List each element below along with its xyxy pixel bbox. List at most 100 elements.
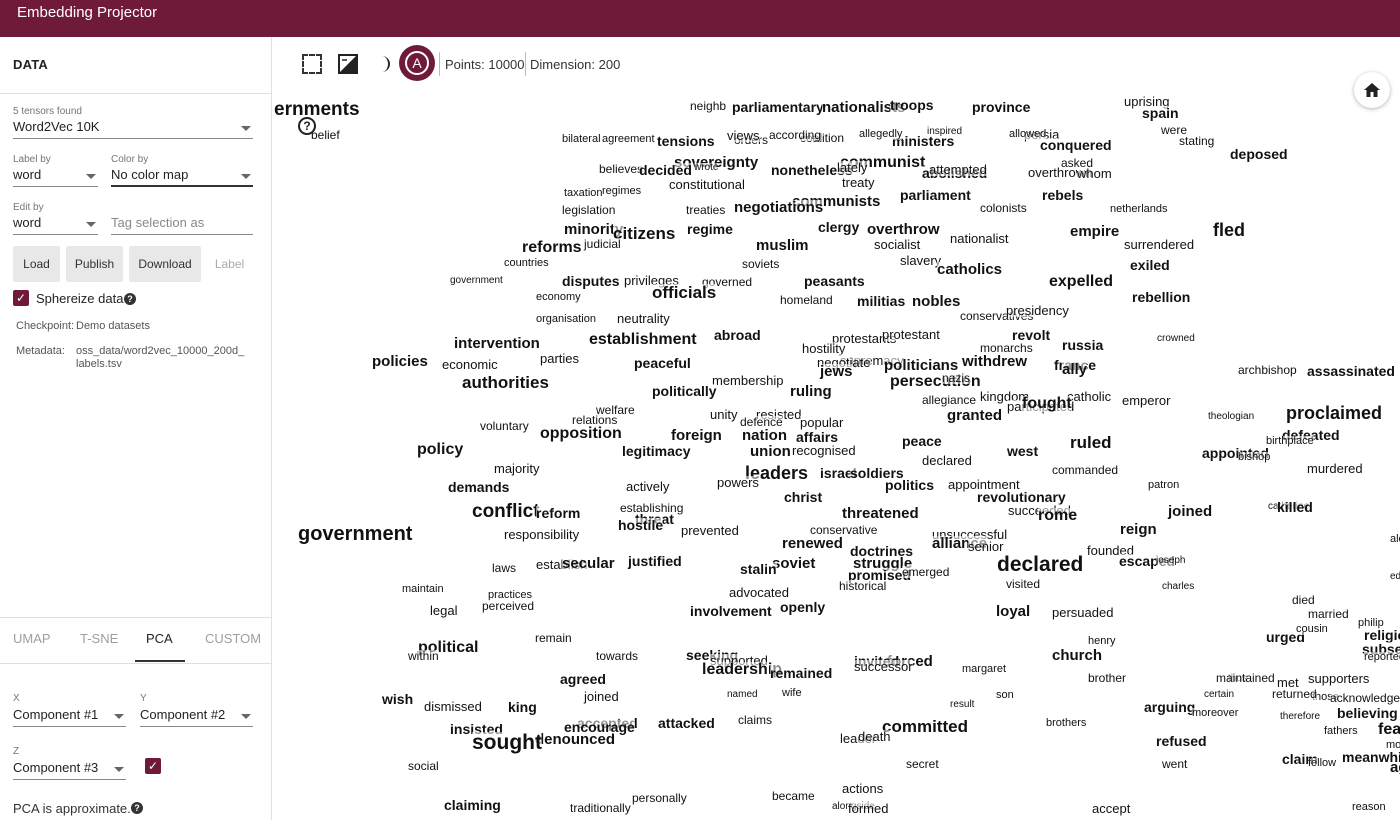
point-label[interactable]: laws [492,561,517,575]
point-label[interactable]: cousin [1296,623,1328,635]
point-label[interactable]: moreover [1192,707,1239,719]
point-label[interactable]: king [508,699,537,715]
tab-custom[interactable]: CUSTOM [205,631,262,646]
point-label[interactable]: result [950,699,975,710]
point-label[interactable]: leadership [702,661,783,678]
point-label[interactable]: remain [535,631,572,645]
point-label[interactable]: opposition [540,425,622,442]
color-by-select[interactable]: No color map [111,167,253,187]
point-label[interactable]: wrote [694,162,719,173]
point-label[interactable]: meanwhile [1342,750,1400,764]
point-label[interactable]: catholics [937,261,1003,278]
point-label[interactable]: formed [848,801,889,816]
point-label[interactable]: reason [1352,801,1386,813]
point-label[interactable]: soviet [772,555,816,572]
point-label[interactable]: welfare [596,403,635,417]
point-label[interactable]: establishing [620,501,684,515]
point-label[interactable]: exiled [1130,257,1170,273]
night-mode-icon[interactable] [338,54,358,74]
point-label[interactable]: parties [540,351,580,366]
point-label[interactable]: according [769,128,822,142]
point-label[interactable]: stalin [740,561,777,577]
point-label[interactable]: ally [1062,361,1088,378]
point-label[interactable]: peasants [804,273,865,289]
point-label[interactable]: neutrality [617,311,670,326]
point-label[interactable]: certain [1204,689,1235,700]
point-label[interactable]: clergy [818,219,860,235]
point-label[interactable]: muslim [756,237,809,254]
label-button[interactable]: Label [214,257,245,271]
point-label[interactable]: overthrow [867,221,940,238]
point-label[interactable]: soldiers [850,465,904,481]
point-label[interactable]: fought [1022,395,1072,412]
point-label[interactable]: overthrown [1028,165,1093,180]
point-label[interactable]: netherlands [1110,203,1168,215]
help-icon[interactable]: ? [124,293,136,305]
point-label[interactable]: remained [770,665,833,681]
point-label[interactable]: successor [854,659,913,674]
point-label[interactable]: murdered [1307,461,1363,476]
point-label[interactable]: conflict [472,501,540,522]
point-label[interactable]: therefore [1280,711,1321,722]
point-label[interactable]: brother [1088,671,1127,685]
point-label[interactable]: whom [1077,166,1112,181]
point-label[interactable]: promised [848,567,912,583]
point-label[interactable]: belief [311,128,340,142]
point-label[interactable]: alexander [1390,534,1400,545]
point-label[interactable]: sought [472,731,542,754]
point-label[interactable]: went [1162,757,1188,771]
edit-by-select[interactable]: word [13,215,98,235]
point-label[interactable]: reportedly [1364,652,1400,663]
point-label[interactable]: married [1308,607,1349,621]
point-label[interactable]: parliamentary [732,99,824,115]
point-label[interactable]: proclaimed [1286,403,1383,423]
point-label[interactable]: acknowledged [1330,692,1400,704]
point-label[interactable]: economic [442,357,498,372]
point-label[interactable]: doctrines [850,543,914,559]
point-label[interactable]: conservative [810,523,878,537]
point-label[interactable]: protestants [832,331,897,346]
point-label[interactable]: justified [628,553,682,569]
point-label[interactable]: hostility [802,341,846,356]
point-label[interactable]: negotiations [734,199,824,216]
point-label[interactable]: urged [1266,629,1305,645]
point-label[interactable]: henry [1088,635,1116,647]
point-label[interactable]: allegiance [922,393,977,407]
point-label[interactable]: met [1277,675,1299,690]
z-component-select[interactable]: Component #3 [13,760,126,780]
point-label[interactable]: deposed [1230,146,1288,162]
point-label[interactable]: surrendered [1124,237,1195,252]
point-label[interactable]: mother [1386,740,1400,751]
point-label[interactable]: jews [820,363,853,380]
point-label[interactable]: withdrew [962,353,1028,370]
point-label[interactable]: claims [738,713,773,727]
point-label[interactable]: decided [639,162,692,178]
tag-selection-input[interactable]: Tag selection as [111,215,253,235]
point-label[interactable]: establishment [589,331,697,348]
point-label[interactable]: policy [417,441,464,458]
point-label[interactable]: regimes [602,185,642,197]
point-label[interactable]: prevented [681,523,739,538]
point-label[interactable]: israel [820,465,857,481]
select-box-icon[interactable] [302,54,322,74]
point-label[interactable]: emerged [902,565,950,579]
point-label[interactable]: historical [839,579,887,593]
publish-button[interactable]: Publish [66,246,123,282]
point-label[interactable]: denounced [535,731,616,748]
sphereize-checkbox[interactable]: ✓ [13,290,29,306]
point-label[interactable]: policies [372,353,428,370]
point-label[interactable]: catholic [1067,389,1112,404]
point-label[interactable]: advocated [729,585,789,600]
point-label[interactable]: revolutionary [977,489,1066,505]
point-label[interactable]: homeland [780,293,833,307]
point-label[interactable]: inspired [927,126,963,137]
point-label[interactable]: killed [1277,499,1313,515]
point-label[interactable]: were [1161,123,1188,137]
point-label[interactable]: powers [717,475,759,490]
point-label[interactable]: agreement [602,133,655,145]
point-label[interactable]: involvement [690,603,772,619]
point-label[interactable]: stating [1179,134,1215,148]
point-label[interactable]: affairs [796,429,839,445]
point-label[interactable]: kingdom [980,389,1030,404]
point-label[interactable]: secret [906,757,939,771]
